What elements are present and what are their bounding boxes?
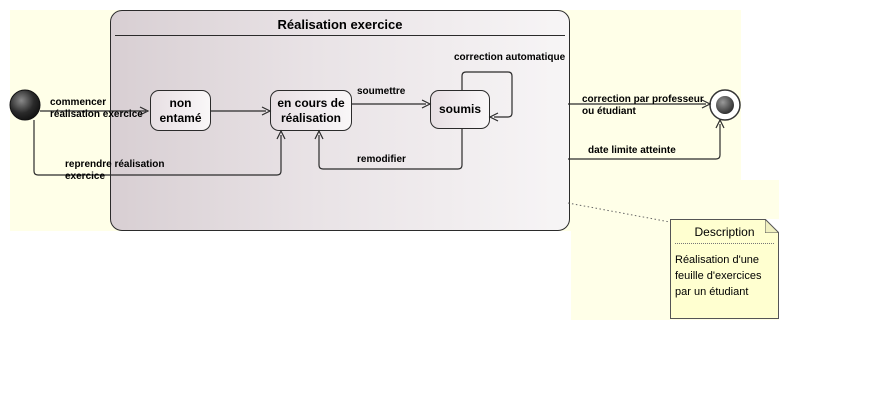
label-reprendre: reprendre réalisation exercice <box>65 159 165 182</box>
label-remodifier: remodifier <box>357 154 406 165</box>
arrowhead-date-limite <box>715 118 725 129</box>
description-note: Description Réalisation d'une feuille d'… <box>670 219 779 319</box>
arrowhead-commencer <box>139 106 150 116</box>
composite-state-divider <box>115 35 565 36</box>
arrowhead-soumettre <box>421 99 432 109</box>
state-soumis: soumis <box>430 90 490 129</box>
arrowhead-reprendre <box>276 129 286 140</box>
transition-date-limite <box>568 124 721 160</box>
transition-remodifier <box>318 129 463 170</box>
state-en-cours-de-realisation: en cours de réalisation <box>270 90 352 131</box>
state-soumis-label: soumis <box>438 102 481 116</box>
state-non-entame: non entamé <box>150 90 211 131</box>
label-correction-automatique: correction automatique <box>454 52 566 63</box>
transition-reprendre <box>33 120 282 176</box>
arrowhead-non-entame-en-cours <box>261 106 272 116</box>
note-title: Description <box>694 225 755 239</box>
label-commencer: commencer réalisation exercice <box>50 97 143 120</box>
state-non-entame-label: non entamé <box>159 95 202 125</box>
final-node <box>709 89 741 121</box>
arrowhead-remodifier <box>314 129 324 140</box>
label-correction-professeur: correction par professeur ou étudiant <box>582 94 704 117</box>
arrowhead-correction-automatique <box>488 112 499 122</box>
note-folded-corner-icon <box>765 219 779 233</box>
label-soumettre: soumettre <box>357 86 406 97</box>
note-connector <box>567 202 671 223</box>
label-date-limite: date limite atteinte <box>588 145 676 156</box>
composite-state-title: Réalisation exercice <box>277 17 403 32</box>
note-divider <box>675 243 774 244</box>
transition-correction-automatique <box>461 71 513 118</box>
state-en-cours-label: en cours de réalisation <box>277 95 345 125</box>
arrowhead-correction-professeur <box>701 99 712 109</box>
note-body: Réalisation d'une feuille d'exercices pa… <box>675 254 762 298</box>
initial-node <box>9 89 41 121</box>
